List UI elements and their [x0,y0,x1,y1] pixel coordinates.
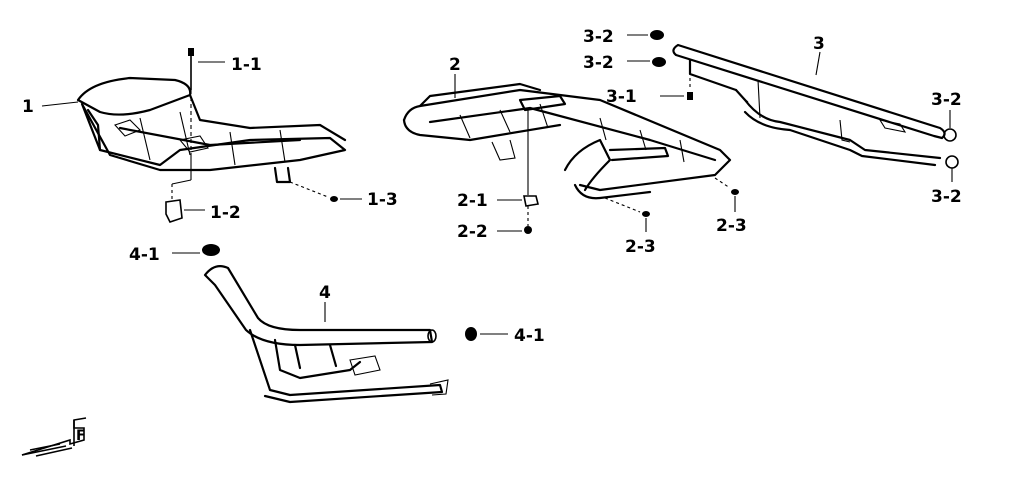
part-3-1-bolt [660,60,693,100]
label-1-1: 1-1 [231,55,262,75]
part-3-2-cap-a [627,30,664,40]
part-2-1-clip [497,110,539,207]
label-2: 2 [449,55,461,75]
part-2-3-screw-b [714,177,739,212]
label-3-2-a: 3-2 [583,27,614,47]
label-2-3-b: 2-3 [716,216,747,236]
leader-3 [815,51,821,76]
label-2-2: 2-2 [457,222,488,242]
leader-1 [41,101,79,107]
part-2-2-nut [497,206,532,234]
label-4: 4 [319,283,331,303]
part-1-3-screw [289,181,362,202]
part-3-2-cap-d [945,155,959,182]
label-4-1-b: 4-1 [514,326,545,346]
front-marker-letter: F [76,428,86,444]
label-3-2-d: 3-2 [931,187,962,207]
label-3-1: 3-1 [606,87,637,107]
part-3-2-cap-c [943,110,957,142]
label-1: 1 [22,97,34,117]
label-3: 3 [813,34,825,54]
part-3-2-cap-b [627,57,666,67]
part-4-front-bumper [203,265,449,404]
label-4-1-a: 4-1 [129,245,160,265]
part-4-1-cap-b [465,327,508,341]
part-1-2-clamp [165,155,205,223]
label-2-3-a: 2-3 [625,237,656,257]
label-3-2-c: 3-2 [931,90,962,110]
label-3-2-b: 3-2 [583,53,614,73]
part-2-rear-rack [402,82,732,200]
part-1-1-bolt [188,48,225,155]
part-2-3-screw-a [604,197,650,232]
part-4-1-cap-a [172,244,220,256]
front-direction-arrow-icon [21,417,87,457]
part-1-front-rack [76,76,347,184]
label-1-3: 1-3 [367,190,398,210]
part-3-rear-bar [672,43,946,167]
label-2-1: 2-1 [457,191,488,211]
label-1-2: 1-2 [210,203,241,223]
